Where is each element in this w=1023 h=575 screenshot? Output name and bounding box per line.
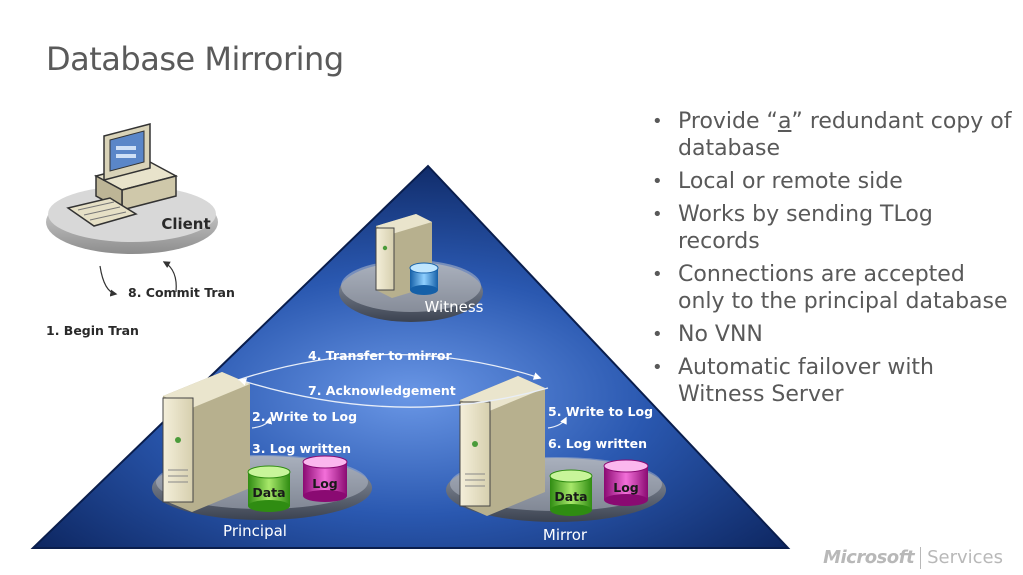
mirror-log-label: Log — [613, 480, 639, 495]
commit-tran-arrow — [162, 261, 177, 293]
step-7-label: 7. Acknowledgement — [308, 383, 456, 398]
mirror-data-label: Data — [554, 489, 587, 504]
principal-write-arrow — [251, 416, 273, 429]
principal-data-cylinder: Data — [247, 465, 291, 512]
mirror-node: Data Log Mirror — [446, 376, 666, 544]
slide-title: Database Mirroring — [46, 40, 344, 78]
bullet-list: Provide “a” redundant copy of database L… — [652, 108, 1012, 414]
acknowledgement-arrow — [238, 378, 549, 408]
step-5-label: 5. Write to Log — [548, 404, 653, 419]
witness-node: Witness — [339, 214, 484, 322]
mirror-server-icon — [459, 376, 545, 516]
mirror-label: Mirror — [543, 526, 588, 544]
bullet-item: Local or remote side — [652, 168, 1012, 195]
step-8-label: 8. Commit Tran — [128, 285, 235, 300]
client-node: Client — [46, 123, 218, 254]
step-6-label: 6. Log written — [548, 436, 647, 451]
mirror-data-cylinder: Data — [549, 469, 593, 516]
step-4-label: 4. Transfer to mirror — [308, 348, 452, 363]
client-label: Client — [161, 215, 210, 233]
transfer-arrow — [237, 353, 542, 381]
bullet-item: Connections are accepted only to the pri… — [652, 261, 1012, 315]
principal-data-label: Data — [252, 485, 285, 500]
principal-server-icon — [162, 372, 250, 512]
mirror-log-cylinder: Log — [603, 459, 649, 506]
step-2-label: 2. Write to Log — [252, 409, 357, 424]
principal-log-cylinder: Log — [302, 455, 348, 502]
mirror-write-arrow — [547, 416, 567, 429]
principal-label: Principal — [223, 522, 287, 540]
witness-label: Witness — [425, 298, 484, 316]
step-3-label: 3. Log written — [252, 441, 351, 456]
principal-node: Data Log Principal — [152, 372, 372, 540]
begin-tran-arrow — [99, 265, 118, 297]
brand-division: Services — [927, 547, 1003, 568]
bullet-item: No VNN — [652, 321, 1012, 348]
computer-icon — [66, 123, 179, 227]
bullet-item: Provide “a” redundant copy of database — [652, 108, 1012, 162]
microsoft-services-logo: Microsoft Services — [823, 547, 1003, 569]
bullet-item: Automatic failover with Witness Server — [652, 354, 1012, 408]
bullet-item: Works by sending TLog records — [652, 201, 1012, 255]
witness-cylinder-icon — [409, 262, 439, 295]
principal-log-label: Log — [312, 476, 338, 491]
step-1-label: 1. Begin Tran — [46, 323, 139, 338]
brand-company: Microsoft — [823, 547, 915, 568]
